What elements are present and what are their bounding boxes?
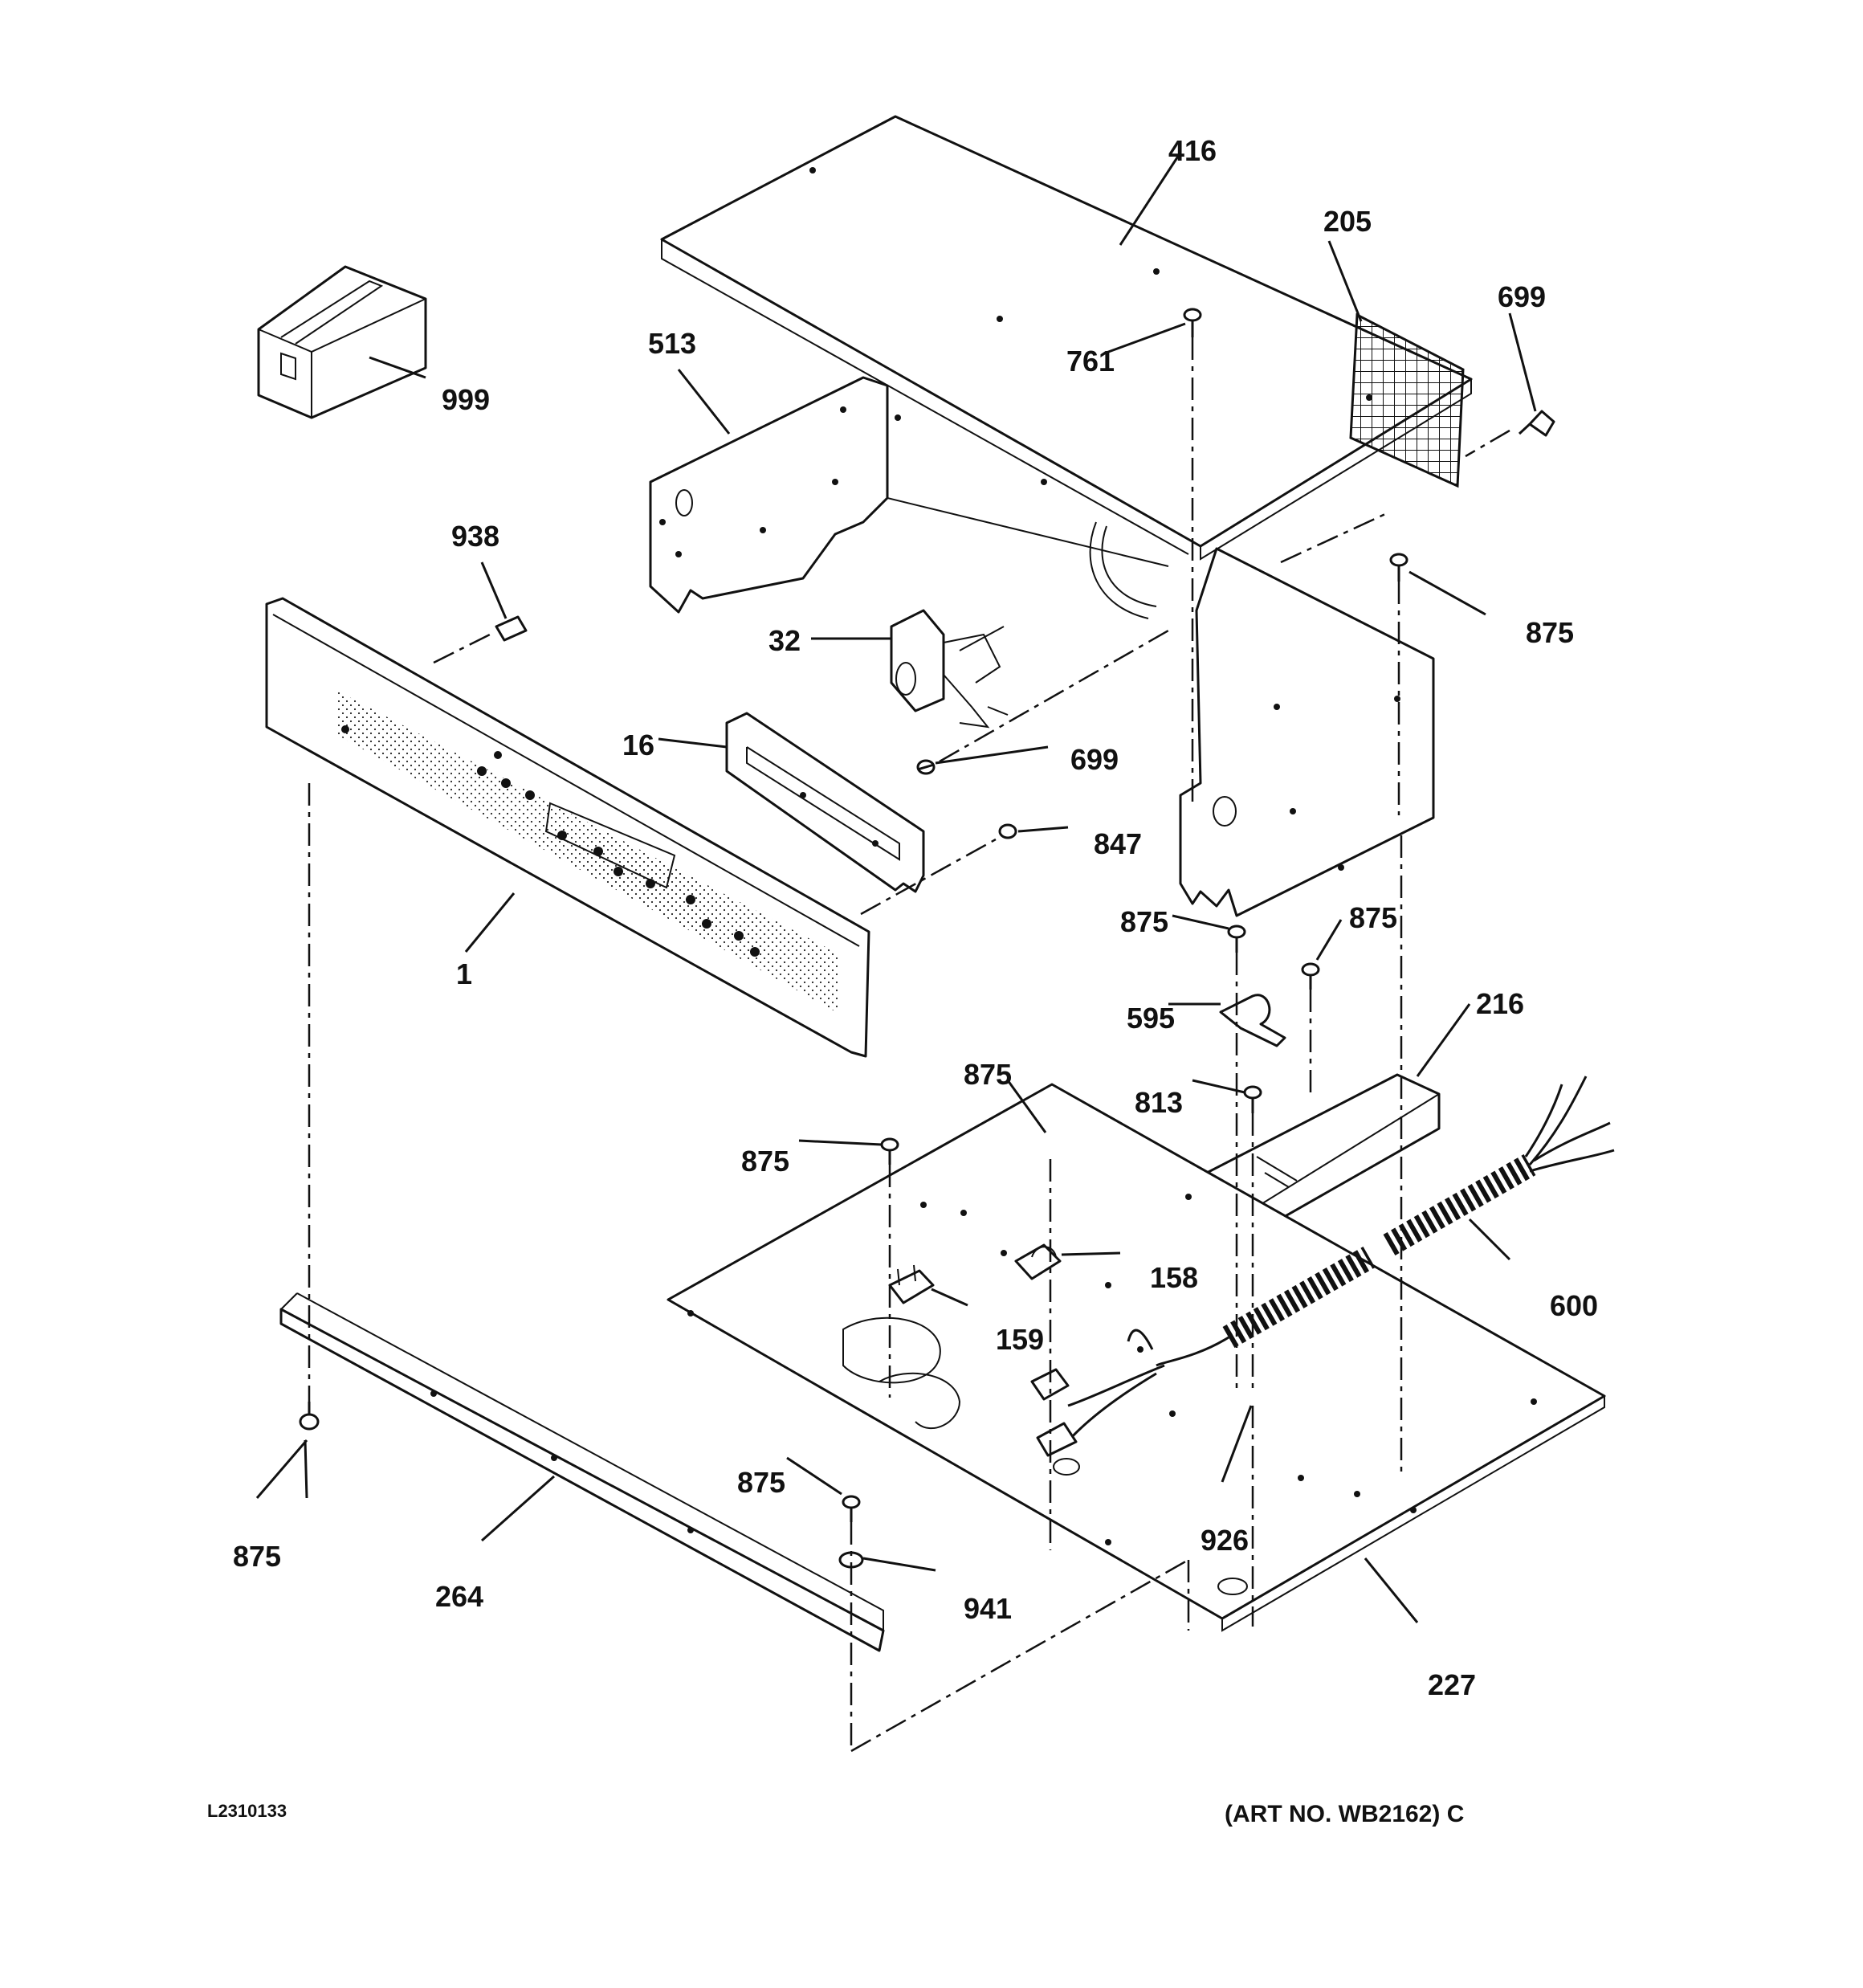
leader-lines — [255, 152, 1537, 1623]
callout-159: 159 — [996, 1323, 1044, 1356]
callout-699-mid: 699 — [1070, 743, 1119, 776]
screw-875-bottom — [842, 1495, 861, 1522]
screw-875-left — [299, 1402, 320, 1431]
screw-847 — [998, 823, 1017, 839]
callout-875-b: 875 — [1120, 905, 1168, 938]
callout-205: 205 — [1323, 205, 1372, 238]
thermostat-158 — [1014, 1243, 1062, 1280]
callout-513: 513 — [648, 327, 696, 360]
clamp-595 — [1219, 994, 1286, 1047]
callout-941: 941 — [964, 1592, 1012, 1625]
screw-761 — [1183, 308, 1202, 337]
callout-938: 938 — [451, 520, 499, 553]
screw-875-right — [1389, 553, 1408, 582]
trim-264 — [279, 1292, 885, 1652]
callout-875-right: 875 — [1526, 616, 1574, 649]
callout-158: 158 — [1150, 1261, 1198, 1294]
callout-875-bottom: 875 — [737, 1466, 785, 1499]
assembly-lines — [308, 337, 1510, 1753]
thermostat-159 — [888, 1264, 935, 1304]
callout-416: 416 — [1168, 134, 1217, 167]
screw-875-a — [1227, 925, 1246, 953]
callout-227: 227 — [1428, 1668, 1476, 1701]
callout-1: 1 — [456, 957, 472, 990]
screw-875-b — [1301, 962, 1320, 990]
top-panel-416 — [660, 115, 1473, 561]
callout-926: 926 — [1201, 1524, 1249, 1557]
art-number: (ART NO. WB2162) C — [1225, 1801, 1464, 1827]
callout-813: 813 — [1135, 1086, 1183, 1119]
control-panel-1 — [265, 597, 870, 1058]
callout-264: 264 — [435, 1580, 483, 1613]
callout-999: 999 — [442, 383, 490, 416]
clip-938 — [495, 615, 528, 642]
callout-875-e: 875 — [741, 1145, 789, 1178]
screw-699-mid — [916, 759, 936, 775]
right-side-panel — [1179, 547, 1435, 917]
callout-875-left: 875 — [233, 1540, 281, 1573]
callout-labels: 416 205 699 761 513 999 938 875 32 16 69… — [233, 134, 1598, 1701]
callout-699-top: 699 — [1498, 280, 1546, 313]
drawing-id: L2310133 — [207, 1801, 287, 1821]
screw-875-c — [880, 1137, 899, 1165]
screw-813 — [1243, 1085, 1262, 1113]
callout-216: 216 — [1476, 987, 1524, 1020]
blower-housing — [1089, 521, 1157, 619]
callout-875-c: 875 — [1349, 901, 1397, 934]
callout-600: 600 — [1550, 1289, 1598, 1322]
callout-847: 847 — [1094, 827, 1142, 860]
service-cord-box-999 — [257, 265, 427, 419]
callout-595: 595 — [1127, 1002, 1175, 1035]
control-board-16 — [725, 712, 925, 893]
callout-32: 32 — [768, 624, 801, 657]
callout-761: 761 — [1066, 345, 1115, 378]
left-side-panel-513 — [649, 376, 1169, 614]
screw-699-top — [1518, 410, 1555, 437]
callout-875-d: 875 — [964, 1058, 1012, 1091]
bottom-plate-227 — [667, 1083, 1606, 1632]
callout-16: 16 — [622, 729, 654, 761]
vent-screen-205 — [1349, 312, 1465, 488]
fan-motor-32 — [890, 609, 1009, 729]
